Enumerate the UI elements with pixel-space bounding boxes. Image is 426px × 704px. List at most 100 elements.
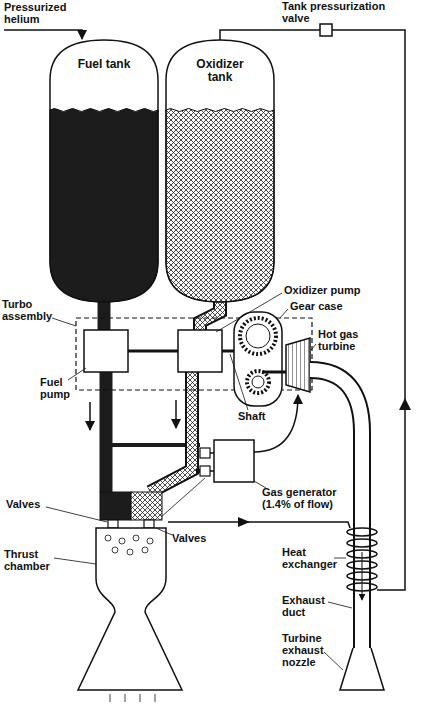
part-label-box: Turbine exhaust nozzle <box>282 632 338 668</box>
flow-arrow <box>399 398 411 410</box>
flame-mark <box>147 538 153 544</box>
flame-mark <box>142 547 148 553</box>
part-label-box: Hot gas turbine <box>318 328 370 352</box>
part-label: Heat exchanger <box>282 546 348 570</box>
leader-lines <box>46 293 352 670</box>
coil-turn <box>347 528 377 536</box>
flow-arrow <box>89 402 91 430</box>
thrust-chamber <box>78 528 182 690</box>
flow-arrow <box>238 517 250 527</box>
part-label: Oxidizer pump <box>284 284 380 296</box>
part-label: Hot gas turbine <box>318 328 370 352</box>
gas-generator <box>214 440 254 482</box>
oxidizer-pipe <box>200 300 220 330</box>
part-label-box: Gear case <box>290 300 370 312</box>
propellant-tank: Oxidizer tank <box>166 40 274 302</box>
part-label: Pressurized helium <box>4 1 74 25</box>
tank-label: Oxidizer tank <box>187 58 253 84</box>
fuel-pump <box>84 330 128 372</box>
oxidizer-manifold <box>131 492 162 520</box>
gas-generator-feed <box>210 453 214 471</box>
oxidizer-pump <box>178 330 222 372</box>
part-label-box: Oxidizer pump <box>284 284 380 296</box>
coil-turn <box>347 539 377 547</box>
coil-turn <box>347 583 377 591</box>
part-label: Gas generator (1.4% of flow) <box>262 486 346 510</box>
fuel-pipe <box>98 300 111 330</box>
part-label: Thrust chamber <box>4 548 58 572</box>
propellant-liquid <box>166 109 274 303</box>
part-label-box: Thrust chamber <box>4 548 58 572</box>
oxidizer-branch <box>196 469 200 473</box>
part-label-box: Valves <box>172 532 222 544</box>
part-label-box: Heat exchanger <box>282 546 348 570</box>
coil-turn <box>347 572 377 580</box>
leader-line <box>324 652 343 670</box>
leader-line <box>46 507 107 522</box>
helium-line <box>4 30 82 39</box>
part-label-box: Exhaust duct <box>282 594 338 618</box>
flame-mark <box>105 535 111 541</box>
part-label: Tank pressurization valve <box>282 0 397 24</box>
leader-line <box>54 558 96 564</box>
part-label-box: Turbo assembly <box>2 298 60 322</box>
helium-supply-line <box>168 522 350 528</box>
flame-mark <box>133 535 139 541</box>
shaft <box>262 371 288 374</box>
heat-exchanger-coil <box>347 528 377 591</box>
flame-mark <box>119 538 125 544</box>
leader-line <box>280 309 288 318</box>
tank-label: Fuel tank <box>74 58 134 71</box>
control-line <box>160 478 205 518</box>
part-label-box: Shaft <box>238 410 288 422</box>
propellant-liquid <box>50 109 158 303</box>
part-label-box: Fuel pump <box>40 376 80 400</box>
valve-symbol <box>108 520 118 528</box>
part-label: Gear case <box>290 300 370 312</box>
hot-gas-turbine <box>286 338 310 392</box>
leader-line <box>52 318 76 326</box>
leader-line <box>328 602 352 608</box>
fuel-manifold <box>100 492 131 520</box>
gear <box>240 318 276 354</box>
part-label-box: Pressurized helium <box>4 1 74 25</box>
gear <box>247 371 269 393</box>
valve-symbol <box>200 466 210 476</box>
valve-symbol <box>144 520 154 528</box>
flow-arrow <box>175 400 177 428</box>
part-label-box: Gas generator (1.4% of flow) <box>262 486 346 510</box>
coil-turn <box>347 550 377 558</box>
part-label: Valves <box>6 498 56 510</box>
valve-symbol <box>200 448 210 458</box>
gear <box>246 324 270 348</box>
part-label: Turbine exhaust nozzle <box>282 632 338 668</box>
hot-gas-line <box>254 395 298 452</box>
part-label: Turbo assembly <box>2 298 60 322</box>
turbine-exhaust-nozzle <box>340 648 384 690</box>
gear-case <box>234 312 282 406</box>
tank-outline <box>50 40 158 302</box>
propellant-tank: Fuel tank <box>50 40 158 302</box>
part-label: Valves <box>172 532 222 544</box>
exhaust-streaks <box>110 694 155 702</box>
part-label: Fuel pump <box>40 376 80 400</box>
leader-line <box>68 368 86 380</box>
shaft <box>128 350 246 353</box>
leader-line <box>311 344 316 350</box>
flame-mark <box>112 547 118 553</box>
oxidizer-pipe <box>200 300 220 330</box>
coil-turn <box>347 561 377 569</box>
leader-line <box>156 528 172 535</box>
tank-outline <box>166 40 274 302</box>
flow-arrow <box>362 552 363 600</box>
part-label: Shaft <box>238 410 288 422</box>
gear <box>252 376 264 388</box>
exhaust-duct <box>310 370 362 652</box>
combustion-marks <box>105 535 155 702</box>
leader-line <box>230 354 248 410</box>
valve-symbol <box>320 24 332 36</box>
part-label-box: Valves <box>6 498 56 510</box>
part-label: Exhaust duct <box>282 594 338 618</box>
